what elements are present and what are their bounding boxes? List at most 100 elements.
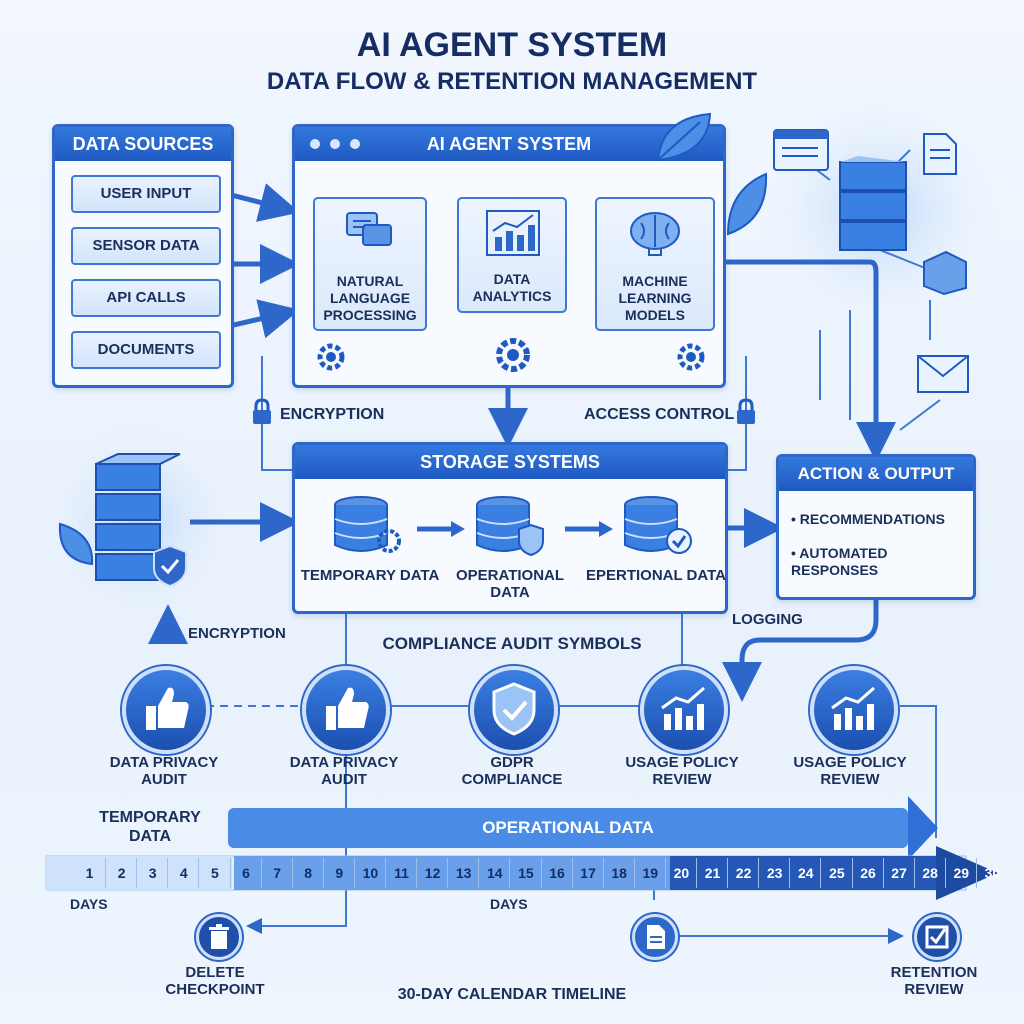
- source-api-calls[interactable]: API CALLS: [71, 279, 221, 317]
- compliance-title: COMPLIANCE AUDIT SYMBOLS: [382, 634, 642, 653]
- day-cell[interactable]: 11: [385, 858, 417, 888]
- day-cell[interactable]: 21: [696, 858, 728, 888]
- encryption-label-2: ENCRYPTION: [188, 625, 286, 642]
- leaf-icon: [726, 172, 768, 236]
- day-cell[interactable]: 26: [851, 858, 884, 888]
- audit-circle-2[interactable]: [302, 666, 390, 754]
- day-cell[interactable]: 22: [727, 858, 759, 888]
- output-recommendations-label: RECOMMENDATIONS: [799, 511, 945, 527]
- day-cell[interactable]: 5: [198, 858, 230, 888]
- audit-label-3: GDPR COMPLIANCE: [461, 754, 563, 788]
- trend-chart-icon: [661, 686, 705, 730]
- leaf-icon: [58, 522, 94, 566]
- ml-module[interactable]: MACHINE LEARNING MODELS: [595, 197, 715, 331]
- audit-circle-3[interactable]: [470, 666, 558, 754]
- day-cell[interactable]: 8: [291, 858, 324, 888]
- day-cell[interactable]: 23: [758, 858, 790, 888]
- agent-system-panel: AI AGENT SYSTEM NATURAL LANGUAGE PROCESS…: [292, 124, 726, 388]
- access-control-label: ACCESS CONTROL: [584, 406, 735, 423]
- source-user-input[interactable]: USER INPUT: [71, 175, 221, 213]
- database-check-icon: [624, 496, 692, 554]
- chat-icon: [346, 212, 392, 246]
- encryption-label: ENCRYPTION: [280, 406, 385, 423]
- data-sources-header: DATA SOURCES: [55, 127, 231, 161]
- day-cell[interactable]: 24: [789, 858, 821, 888]
- nlp-label: NATURAL LANGUAGE PROCESSING: [323, 273, 417, 323]
- leaf-icon: [656, 112, 712, 162]
- day-cell[interactable]: 7: [260, 858, 293, 888]
- document-icon: [923, 133, 957, 175]
- arrow-right-icon: [565, 521, 613, 537]
- agent-system-header: AI AGENT SYSTEM: [295, 127, 723, 161]
- operational-data-bar-label: OPERATIONAL DATA: [482, 818, 654, 837]
- logging-label: LOGGING: [732, 611, 803, 628]
- day-cell[interactable]: 10: [353, 858, 386, 888]
- envelope-icon: [917, 355, 969, 393]
- audit-label-1: DATA PRIVACY AUDIT: [109, 754, 219, 788]
- retention-review-label: RETENTION REVIEW: [890, 964, 978, 998]
- day-cell[interactable]: 1: [85, 865, 94, 881]
- day-cell[interactable]: 17: [571, 858, 604, 888]
- data-sources-panel: DATA SOURCES USER INPUT SENSOR DATA API …: [52, 124, 234, 388]
- day-cell[interactable]: 30: [975, 858, 1008, 888]
- day-cell[interactable]: 15: [509, 858, 541, 888]
- day-cell[interactable]: 2: [105, 858, 137, 888]
- day-cell[interactable]: 27: [882, 858, 915, 888]
- checkbox-icon: [925, 925, 949, 949]
- thumbs-up-icon: [146, 687, 189, 730]
- trend-chart-icon: [831, 686, 875, 730]
- audit-circle-5[interactable]: [810, 666, 898, 754]
- day-cell[interactable]: 12: [416, 858, 448, 888]
- output-item-recommendations[interactable]: • RECOMMENDATIONS: [791, 511, 945, 527]
- day-cell[interactable]: 25: [820, 858, 852, 888]
- day-cell[interactable]: 6: [229, 858, 262, 888]
- output-automated-label: AUTOMATED RESPONSES: [791, 545, 888, 578]
- day-cell[interactable]: 18: [602, 858, 635, 888]
- database-icon: [334, 496, 401, 553]
- audit-label-5: USAGE POLICY REVIEW: [793, 754, 907, 788]
- days-label-mid: DAYS: [490, 896, 528, 912]
- brain-icon: [630, 212, 680, 256]
- document-icon: [647, 925, 665, 949]
- day-cell[interactable]: 13: [447, 858, 479, 888]
- storage-third-label: EPERTIONAL DATA: [585, 567, 726, 584]
- temporary-data-label: TEMPORARY DATA: [99, 809, 201, 845]
- ml-label: MACHINE LEARNING MODELS: [618, 273, 692, 323]
- storage-header: STORAGE SYSTEMS: [295, 445, 725, 479]
- audit-circle-4[interactable]: [640, 666, 728, 754]
- output-item-automated[interactable]: • AUTOMATED RESPONSES: [791, 545, 888, 578]
- server-stack-icon: [95, 453, 187, 588]
- source-documents[interactable]: DOCUMENTS: [71, 331, 221, 369]
- bar-chart-icon: [486, 210, 540, 256]
- lock-icon: [253, 398, 271, 424]
- day-cell[interactable]: 3: [136, 858, 168, 888]
- day-cell[interactable]: 9: [322, 858, 355, 888]
- day-cell[interactable]: 19: [633, 858, 666, 888]
- storage-panel: STORAGE SYSTEMS TEMPORARY DATA OPERATION…: [292, 442, 728, 614]
- storage-temporary-label: TEMPORARY DATA: [300, 567, 440, 584]
- arrow-right-icon: [417, 521, 465, 537]
- action-output-header: ACTION & OUTPUT: [779, 457, 973, 491]
- page-title: AI AGENT SYSTEM: [356, 26, 668, 64]
- delete-checkpoint-label: DELETE CHECKPOINT: [165, 964, 265, 998]
- source-sensor-data[interactable]: SENSOR DATA: [71, 227, 221, 265]
- browser-window-icon: [773, 129, 829, 171]
- audit-circle-1[interactable]: [122, 666, 210, 754]
- document-checkpoint-button[interactable]: [632, 914, 678, 960]
- day-cell[interactable]: 20: [664, 858, 697, 888]
- delete-checkpoint-button[interactable]: [196, 914, 242, 960]
- database-server-icon: [839, 156, 907, 251]
- day-cell[interactable]: 14: [478, 858, 510, 888]
- retention-review-button[interactable]: [914, 914, 960, 960]
- window-dots-icon: [310, 139, 360, 149]
- audit-label-4: USAGE POLICY REVIEW: [625, 754, 739, 788]
- day-cell[interactable]: 28: [913, 858, 946, 888]
- nlp-module[interactable]: NATURAL LANGUAGE PROCESSING: [313, 197, 427, 331]
- lock-icon: [737, 398, 755, 424]
- day-cell[interactable]: 4: [167, 858, 199, 888]
- day-cell[interactable]: 29: [944, 858, 977, 888]
- day-cell[interactable]: 16: [540, 858, 573, 888]
- analytics-module[interactable]: DATA ANALYTICS: [457, 197, 567, 313]
- audit-label-2: DATA PRIVACY AUDIT: [289, 754, 399, 788]
- action-output-panel: ACTION & OUTPUT • RECOMMENDATIONS • AUTO…: [776, 454, 976, 600]
